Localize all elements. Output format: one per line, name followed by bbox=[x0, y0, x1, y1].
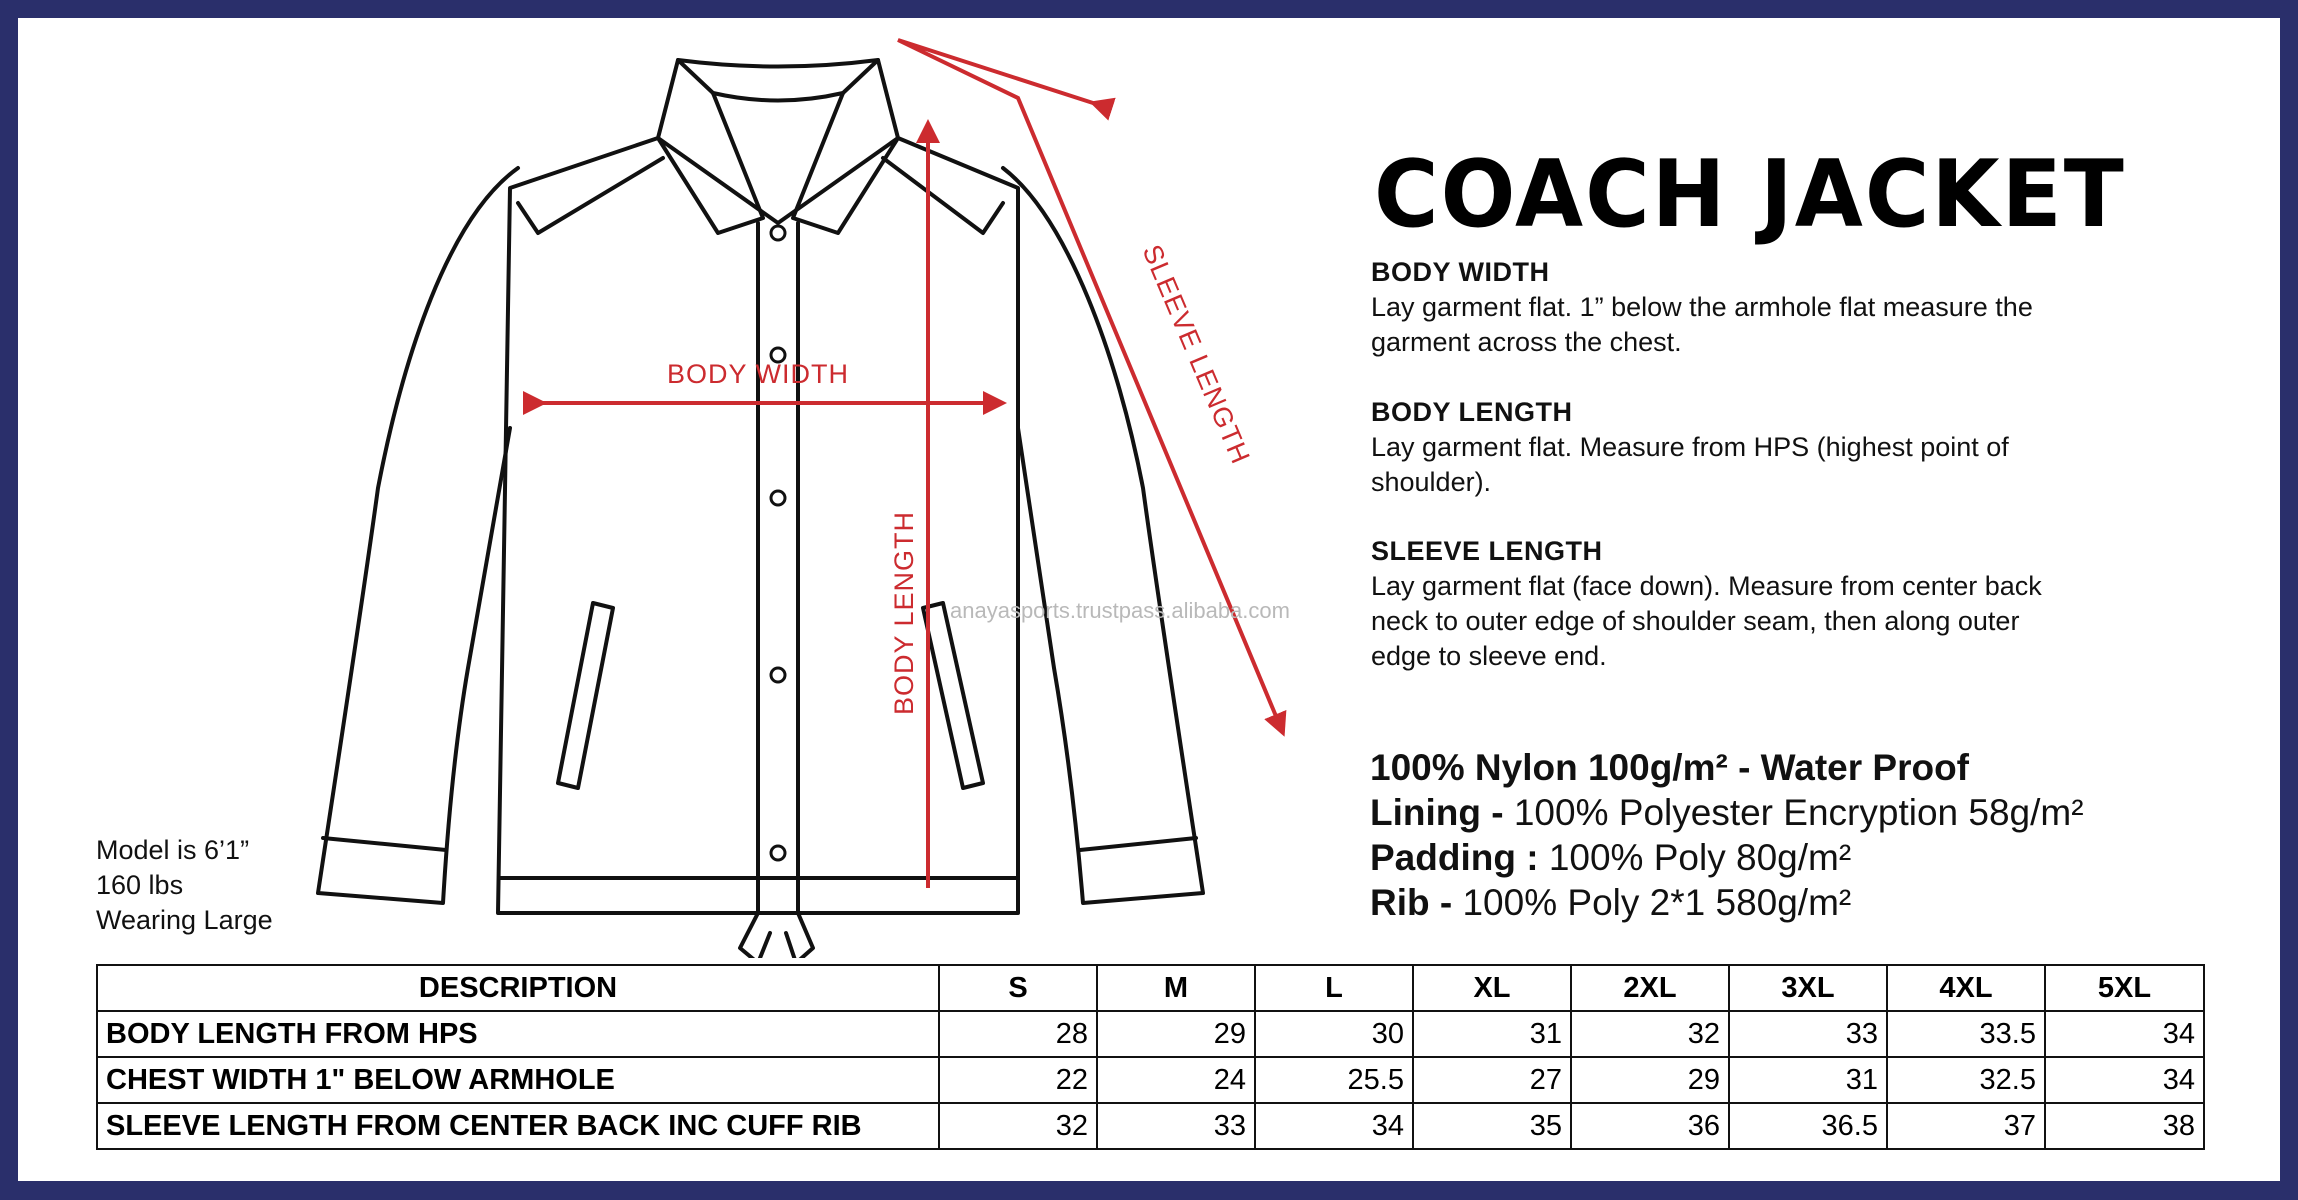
section-heading: BODY WIDTH bbox=[1371, 257, 1550, 287]
column-header: DESCRIPTION bbox=[96, 964, 940, 1012]
column-header: 5XL bbox=[2044, 964, 2205, 1012]
fabric-main: 100% Nylon 100g/m² - Water Proof bbox=[1370, 747, 1969, 788]
fabric-lining: Lining - 100% Polyester Encryption 58g/m… bbox=[1370, 792, 2084, 833]
size-table: DESCRIPTION S M L XL 2XL 3XL 4XL 5XL BOD… bbox=[96, 964, 2205, 1150]
table-cell: 33.5 bbox=[1886, 1010, 2046, 1058]
table-row: CHEST WIDTH 1" BELOW ARMHOLE 22 24 25.5 … bbox=[96, 1056, 2205, 1104]
body-length-label: BODY LENGTH bbox=[889, 511, 919, 715]
model-info: Model is 6’1” 160 lbs Wearing Large bbox=[96, 833, 273, 938]
model-height: Model is 6’1” bbox=[96, 835, 250, 865]
column-header: S bbox=[938, 964, 1098, 1012]
row-description: SLEEVE LENGTH FROM CENTER BACK INC CUFF … bbox=[96, 1102, 940, 1150]
table-cell: 25.5 bbox=[1254, 1056, 1414, 1104]
table-cell: 32 bbox=[938, 1102, 1098, 1150]
table-cell: 22 bbox=[938, 1056, 1098, 1104]
column-header: 4XL bbox=[1886, 964, 2046, 1012]
section-heading: SLEEVE LENGTH bbox=[1371, 536, 1603, 566]
table-cell: 31 bbox=[1728, 1056, 1888, 1104]
left-sleeve-outline bbox=[316, 166, 520, 905]
section-text: Lay garment flat. Measure from HPS (high… bbox=[1371, 430, 2171, 500]
model-weight: 160 lbs bbox=[96, 870, 184, 900]
model-size: Wearing Large bbox=[96, 905, 273, 935]
table-cell: 37 bbox=[1886, 1102, 2046, 1150]
table-cell: 29 bbox=[1096, 1010, 1256, 1058]
body-outline bbox=[496, 136, 1020, 915]
section-body-width: BODY WIDTH Lay garment flat. 1” below th… bbox=[1371, 257, 2171, 360]
table-cell: 32 bbox=[1570, 1010, 1730, 1058]
table-cell: 34 bbox=[1254, 1102, 1414, 1150]
section-line: Lay garment flat. 1” below the armhole f… bbox=[1371, 292, 2033, 322]
sleeve-length-label: SLEEVE LENGTH bbox=[1137, 240, 1256, 468]
table-cell: 33 bbox=[1096, 1102, 1256, 1150]
fabric-specs: 100% Nylon 100g/m² - Water Proof Lining … bbox=[1370, 745, 2084, 925]
sleeve-length-arrow bbox=[897, 38, 1287, 737]
section-text: Lay garment flat. 1” below the armhole f… bbox=[1371, 290, 2171, 360]
section-body-length: BODY LENGTH Lay garment flat. Measure fr… bbox=[1371, 397, 2171, 500]
table-cell: 38 bbox=[2044, 1102, 2205, 1150]
fabric-padding: Padding : 100% Poly 80g/m² bbox=[1370, 837, 1852, 878]
table-cell: 35 bbox=[1412, 1102, 1572, 1150]
column-header: 3XL bbox=[1728, 964, 1888, 1012]
row-description: BODY LENGTH FROM HPS bbox=[96, 1010, 940, 1058]
jacket-diagram: BODY WIDTH BODY LENGTH SLEEVE LENGTH bbox=[316, 38, 1287, 958]
snap-button bbox=[769, 844, 787, 862]
snap-button bbox=[769, 489, 787, 507]
table-cell: 36 bbox=[1570, 1102, 1730, 1150]
page-title: COACH JACKET bbox=[1374, 140, 2126, 249]
fabric-rib: Rib - 100% Poly 2*1 580g/m² bbox=[1370, 882, 1852, 923]
section-line: Lay garment flat (face down). Measure fr… bbox=[1371, 571, 2042, 601]
section-line: garment across the chest. bbox=[1371, 327, 1682, 357]
size-chart-sheet: BODY WIDTH BODY LENGTH SLEEVE LENGTH ana… bbox=[18, 18, 2280, 1181]
table-row: BODY LENGTH FROM HPS 28 29 30 31 32 33 3… bbox=[96, 1010, 2205, 1058]
snap-button bbox=[769, 346, 787, 364]
row-description: CHEST WIDTH 1" BELOW ARMHOLE bbox=[96, 1056, 940, 1104]
section-line: edge to sleeve end. bbox=[1371, 641, 1607, 671]
table-cell: 24 bbox=[1096, 1056, 1256, 1104]
column-header: XL bbox=[1412, 964, 1572, 1012]
table-cell: 29 bbox=[1570, 1056, 1730, 1104]
table-cell: 34 bbox=[2044, 1056, 2205, 1104]
collar-outline bbox=[656, 58, 765, 235]
column-header: 2XL bbox=[1570, 964, 1730, 1012]
table-cell: 31 bbox=[1412, 1010, 1572, 1058]
section-sleeve-length: SLEEVE LENGTH Lay garment flat (face dow… bbox=[1371, 536, 2171, 674]
snap-button bbox=[769, 666, 787, 684]
section-heading: BODY LENGTH bbox=[1371, 397, 1573, 427]
section-line: shoulder). bbox=[1371, 467, 1492, 497]
table-row: SLEEVE LENGTH FROM CENTER BACK INC CUFF … bbox=[96, 1102, 2205, 1150]
table-cell: 33 bbox=[1728, 1010, 1888, 1058]
watermark: anayasports.trustpass.alibaba.com bbox=[950, 598, 1290, 623]
table-cell: 30 bbox=[1254, 1010, 1414, 1058]
section-text: Lay garment flat (face down). Measure fr… bbox=[1371, 569, 2171, 674]
column-header: M bbox=[1096, 964, 1256, 1012]
table-cell: 32.5 bbox=[1886, 1056, 2046, 1104]
snap-button bbox=[769, 224, 787, 242]
section-line: Lay garment flat. Measure from HPS (high… bbox=[1371, 432, 2009, 462]
table-header-row: DESCRIPTION S M L XL 2XL 3XL 4XL 5XL bbox=[96, 964, 2205, 1012]
section-line: neck to outer edge of shoulder seam, the… bbox=[1371, 606, 2020, 636]
table-cell: 36.5 bbox=[1728, 1102, 1888, 1150]
column-header: L bbox=[1254, 964, 1414, 1012]
body-width-label: BODY WIDTH bbox=[667, 359, 849, 389]
table-cell: 34 bbox=[2044, 1010, 2205, 1058]
table-cell: 27 bbox=[1412, 1056, 1572, 1104]
table-cell: 28 bbox=[938, 1010, 1098, 1058]
